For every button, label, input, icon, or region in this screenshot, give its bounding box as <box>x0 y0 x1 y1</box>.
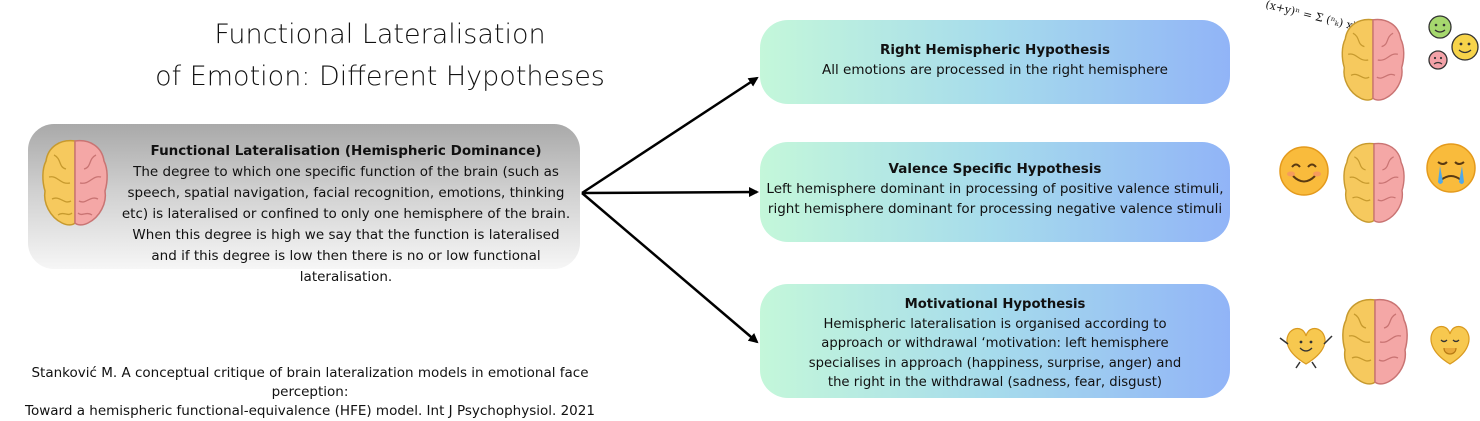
crying-face-icon <box>1426 143 1476 193</box>
brain-icon <box>1342 298 1408 385</box>
hypothesis-description: All emotions are processed in the right … <box>822 62 1168 78</box>
hypothesis-name: Valence Specific Hypothesis <box>888 161 1102 177</box>
smiling-face-icon <box>1279 146 1329 196</box>
definition-body: The degree to which one specific functio… <box>121 164 571 285</box>
hypothesis-box-right-hemispheric: Right Hemispheric Hypothesis All emotion… <box>760 20 1230 104</box>
arrow-to-right-hemispheric <box>581 76 759 195</box>
arrow-to-motivational <box>581 192 759 344</box>
hypothesis-name: Right Hemispheric Hypothesis <box>879 42 1110 58</box>
citation-line-2: Toward a hemispheric functional-equivale… <box>25 403 595 419</box>
definition-box <box>28 124 580 269</box>
definition-heading: Functional Lateralisation (Hemispheric D… <box>150 143 542 159</box>
definition-text-block: Functional Lateralisation (Hemispheric D… <box>118 141 574 288</box>
title-line-1: Functional Lateralisation <box>214 19 546 50</box>
brain-icon <box>1341 18 1405 101</box>
hypothesis-name: Motivational Hypothesis <box>904 297 1086 312</box>
hypothesis-description-line-1: Left hemisphere dominant in processing o… <box>766 181 1224 197</box>
citation: Stanković M. A conceptual critique of br… <box>2 364 618 421</box>
happy-heart-character-icon <box>1279 327 1333 369</box>
branch-arrows <box>581 76 759 344</box>
citation-line-1: Stanković M. A conceptual critique of br… <box>31 365 589 400</box>
hypothesis-description: Hemispheric lateralisation is organised … <box>808 316 1182 391</box>
hypothesis-description-line-2: right hemisphere dominant for processing… <box>767 201 1223 217</box>
diagram-title: Functional Lateralisation of Emotion: Di… <box>140 14 620 98</box>
emoji-cluster-icon <box>1428 15 1479 70</box>
hypothesis-box-motivational: Motivational Hypothesis Hemispheric late… <box>760 284 1230 398</box>
title-line-2: of Emotion: Different Hypotheses <box>155 61 605 92</box>
arrow-to-valence-specific <box>581 187 759 198</box>
brain-icon <box>1343 142 1405 223</box>
shy-heart-character-icon <box>1430 325 1470 365</box>
hypothesis-box-valence-specific: Valence Specific Hypothesis Left hemisph… <box>760 142 1230 242</box>
brain-icon <box>42 139 108 226</box>
